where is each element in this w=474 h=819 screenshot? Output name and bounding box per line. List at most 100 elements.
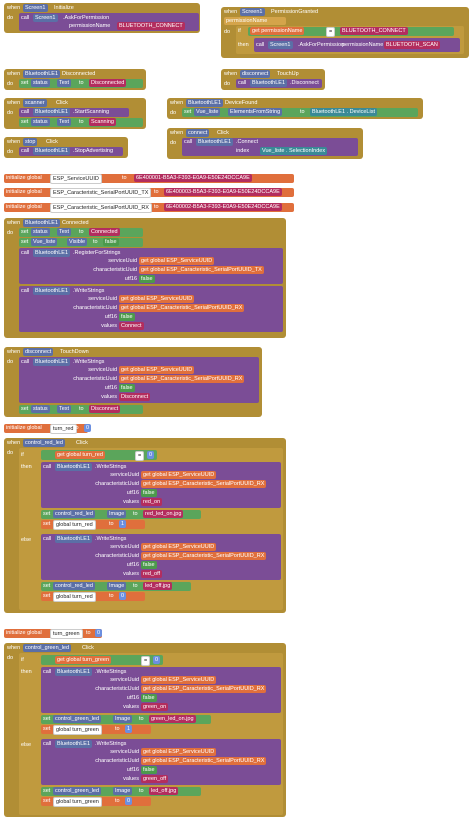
number-literal[interactable]: 1 bbox=[125, 725, 133, 733]
get-global[interactable]: get global ESP_Caracteristic_SerialPortU… bbox=[119, 304, 245, 312]
eq-dropdown[interactable]: = bbox=[135, 451, 145, 461]
property-dropdown[interactable]: Text bbox=[57, 405, 72, 413]
writestrings-call-block[interactable]: call BluetoothLE1 .WriteStrings serviceU… bbox=[41, 534, 281, 580]
property-dropdown[interactable]: Image bbox=[113, 715, 133, 723]
get-global[interactable]: get global ESP_ServiceUUID bbox=[141, 676, 217, 684]
event-block-ble-disconnected[interactable]: when BluetoothLE1 Disconnected do set st… bbox=[4, 69, 146, 90]
global-init-block[interactable]: initialize global ESP_Caracteristic_Seri… bbox=[4, 203, 294, 213]
get-global[interactable]: get global ESP_Caracteristic_SerialPortU… bbox=[139, 266, 264, 274]
global-name[interactable]: global turn_green bbox=[53, 725, 102, 735]
event-block-connect-click[interactable]: when connect Click do call BluetoothLE1 … bbox=[167, 128, 363, 159]
component-dropdown[interactable]: Vue_liste bbox=[194, 108, 221, 116]
component-dropdown[interactable]: status bbox=[31, 79, 50, 87]
call-block[interactable]: call Screen1 .AskForPermission permissio… bbox=[254, 38, 460, 52]
property-dropdown[interactable]: Image bbox=[113, 787, 133, 795]
global-name[interactable]: global turn_red bbox=[53, 592, 96, 602]
setter-block[interactable]: set control_green_led Image to green_led… bbox=[41, 715, 211, 724]
boolean-literal[interactable]: false bbox=[103, 238, 119, 246]
setter-block[interactable]: set control_green_led Image to led_off.j… bbox=[41, 787, 201, 796]
event-block-permission-granted[interactable]: when Screen1 PermissionGranted permissio… bbox=[221, 7, 469, 58]
component-dropdown[interactable]: control_red_led bbox=[53, 510, 95, 518]
get-global[interactable]: get global ESP_Caracteristic_SerialPortU… bbox=[141, 685, 267, 693]
writestrings-call-block[interactable]: call BluetoothLE1 .WriteStrings serviceU… bbox=[41, 462, 281, 508]
setter-block[interactable]: set Vue_liste ElementsFromString to Blue… bbox=[182, 108, 418, 117]
text-literal[interactable]: green_led_on.jpg bbox=[149, 715, 196, 723]
text-literal[interactable]: led_off.jpg bbox=[149, 787, 179, 795]
eq-dropdown[interactable]: = bbox=[326, 27, 336, 37]
global-name[interactable]: ESP_ServiceUUID bbox=[50, 174, 102, 184]
property-dropdown[interactable]: ElementsFromString bbox=[228, 108, 283, 116]
event-block-disconnect-touchup[interactable]: when disconnect TouchUp do call Bluetoot… bbox=[221, 69, 325, 90]
get-global[interactable]: get global ESP_Caracteristic_SerialPortU… bbox=[141, 480, 267, 488]
property-dropdown[interactable]: Visible bbox=[67, 238, 88, 246]
set-global-block[interactable]: set global turn_red to 1 bbox=[41, 520, 145, 530]
setter-block[interactable]: set status Text to Scanning bbox=[19, 118, 143, 127]
event-block-red-click[interactable]: when control_red_led Click do if get glo… bbox=[4, 438, 286, 613]
getter-block[interactable]: BluetoothLE1 . DeviceList bbox=[310, 108, 377, 116]
global-name[interactable]: global turn_red bbox=[53, 520, 96, 530]
text-literal[interactable]: red_led_on.jpg bbox=[143, 510, 184, 518]
global-name[interactable]: turn_red bbox=[50, 424, 77, 434]
boolean-literal[interactable]: false bbox=[119, 313, 135, 321]
text-literal[interactable]: BLUETOOTH_CONNECT bbox=[117, 22, 185, 30]
component-dropdown[interactable]: BluetoothLE1 bbox=[33, 358, 71, 366]
number-literal[interactable]: 0 bbox=[84, 424, 92, 432]
event-block-device-found[interactable]: when BluetoothLE1 DeviceFound do set Vue… bbox=[167, 98, 423, 119]
component-dropdown[interactable]: connect bbox=[186, 129, 210, 137]
component-dropdown[interactable]: Vue_liste bbox=[31, 238, 58, 246]
global-name[interactable]: turn_green bbox=[50, 629, 83, 639]
setter-block[interactable]: set control_red_led Image to led_off.jpg bbox=[41, 582, 191, 591]
if-block[interactable]: if get permissionName = BLUETOOTH_CONNEC… bbox=[236, 26, 464, 54]
boolean-literal[interactable]: false bbox=[141, 489, 157, 497]
text-literal[interactable]: green_off bbox=[141, 775, 169, 783]
text-literal[interactable]: red_on bbox=[141, 498, 163, 506]
boolean-literal[interactable]: false bbox=[141, 694, 157, 702]
component-dropdown[interactable]: BluetoothLE1 bbox=[33, 147, 71, 155]
component-dropdown[interactable]: BluetoothLE1 bbox=[33, 287, 71, 295]
number-literal[interactable]: 1 bbox=[119, 520, 127, 528]
text-literal[interactable]: led_off.jpg bbox=[143, 582, 173, 590]
getter-block[interactable]: Vue_liste . SelectionIndex bbox=[260, 147, 328, 155]
writestrings-call-block[interactable]: call BluetoothLE1 .WriteStrings serviceU… bbox=[41, 667, 281, 713]
text-literal[interactable]: green_on bbox=[141, 703, 169, 711]
get-global[interactable]: get global turn_green bbox=[55, 656, 111, 664]
property-dropdown[interactable]: Image bbox=[107, 510, 127, 518]
text-literal[interactable]: Disconnect bbox=[119, 393, 151, 401]
event-block-scanner-click[interactable]: when scanner Click do call BluetoothLE1 … bbox=[4, 98, 146, 129]
component-dropdown[interactable]: control_green_led bbox=[23, 644, 72, 652]
number-literal[interactable]: 0 bbox=[153, 656, 161, 664]
component-dropdown[interactable]: disconnect bbox=[23, 348, 54, 356]
compare-block[interactable]: get global turn_red = 0 bbox=[41, 450, 157, 461]
boolean-literal[interactable]: false bbox=[119, 384, 135, 392]
get-global[interactable]: get global ESP_Caracteristic_SerialPortU… bbox=[119, 375, 245, 383]
component-dropdown[interactable]: BluetoothLE1 bbox=[196, 138, 234, 146]
text-literal[interactable]: 6E400002-B5A3-F393-E0A9-E50E24DCCA9E bbox=[164, 203, 282, 211]
if-else-block[interactable]: if get global turn_green = 0 then call B… bbox=[19, 653, 283, 815]
component-dropdown[interactable]: control_red_led bbox=[53, 582, 95, 590]
component-dropdown[interactable]: BluetoothLE1 bbox=[33, 108, 71, 116]
text-literal[interactable]: red_off bbox=[141, 570, 163, 578]
register-call-block[interactable]: call BluetoothLE1 .RegisterForStrings se… bbox=[19, 248, 283, 284]
text-literal[interactable]: 6E400003-B5A3-F393-E0A9-E50E24DCCA9E bbox=[164, 188, 282, 196]
get-global[interactable]: get global ESP_ServiceUUID bbox=[141, 543, 217, 551]
component-dropdown[interactable]: control_green_led bbox=[53, 787, 102, 795]
get-global[interactable]: get global ESP_ServiceUUID bbox=[141, 748, 217, 756]
component-dropdown[interactable]: BluetoothLE1 bbox=[55, 535, 93, 543]
get-global[interactable]: get global ESP_ServiceUUID bbox=[141, 471, 217, 479]
number-literal[interactable]: 0 bbox=[147, 451, 155, 459]
component-dropdown[interactable]: BluetoothLE1 bbox=[186, 99, 224, 107]
eq-dropdown[interactable]: = bbox=[141, 656, 151, 666]
setter-block[interactable]: set status Text to Connected bbox=[19, 228, 143, 237]
get-global[interactable]: get global turn_red bbox=[55, 451, 105, 459]
text-literal[interactable]: Disconnect bbox=[89, 405, 121, 413]
boolean-literal[interactable]: false bbox=[141, 561, 157, 569]
global-name[interactable]: global turn_green bbox=[53, 797, 102, 807]
text-literal[interactable]: BLUETOOTH_CONNECT bbox=[340, 27, 408, 35]
component-dropdown[interactable]: BluetoothLE1 bbox=[55, 740, 93, 748]
component-dropdown[interactable]: scanner bbox=[23, 99, 47, 107]
component-dropdown[interactable]: BluetoothLE1 bbox=[33, 249, 71, 257]
get-global[interactable]: get global ESP_ServiceUUID bbox=[119, 295, 195, 303]
get-global[interactable]: get global ESP_Caracteristic_SerialPortU… bbox=[141, 552, 267, 560]
property-dropdown[interactable]: Text bbox=[57, 228, 72, 236]
component-dropdown[interactable]: status bbox=[31, 228, 50, 236]
